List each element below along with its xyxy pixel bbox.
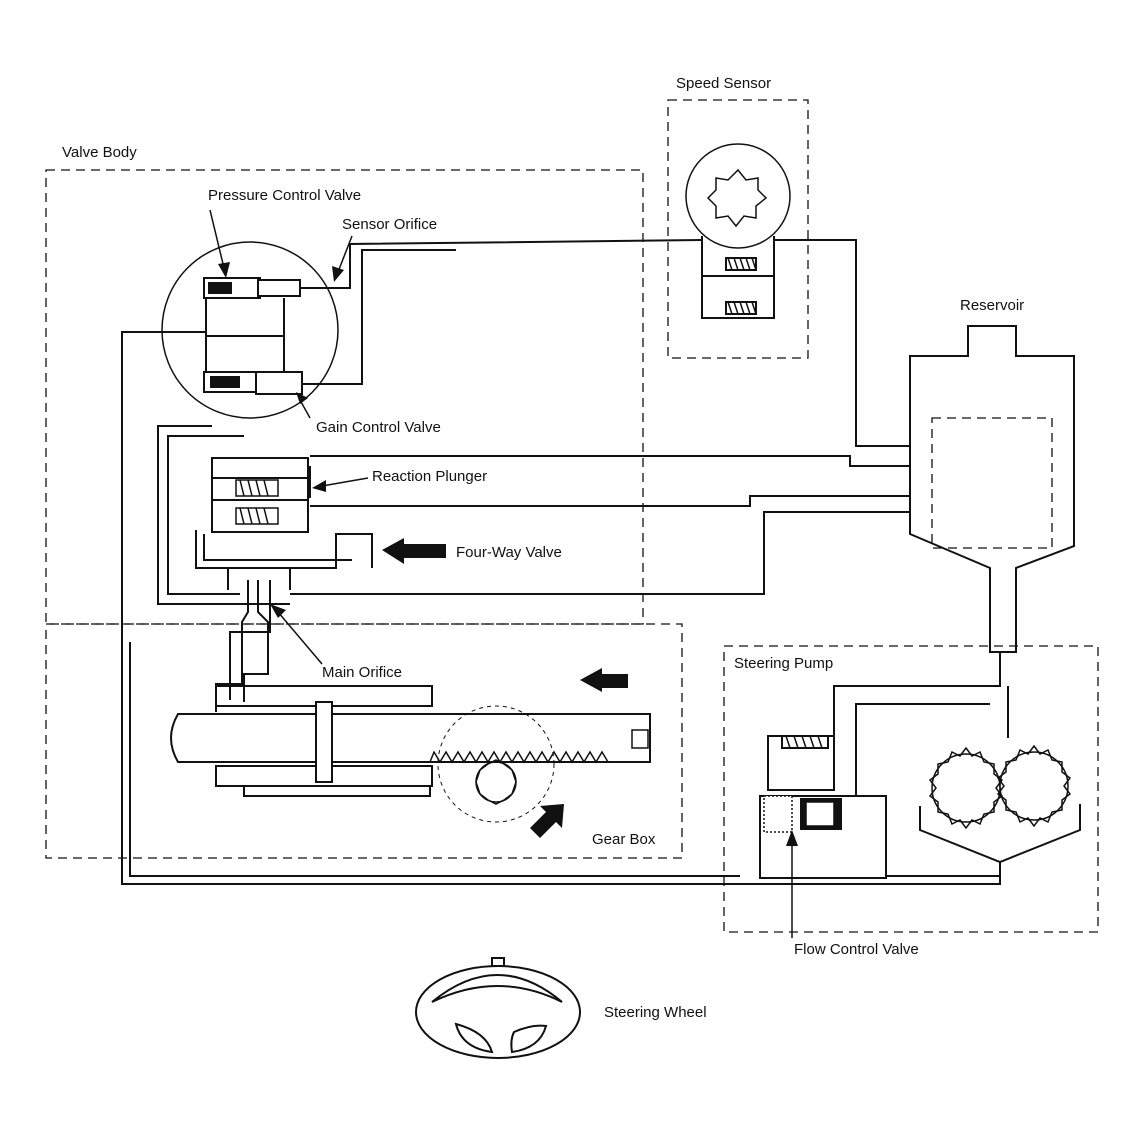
return-line-right [774,239,910,447]
reservoir-line-mid [309,466,910,507]
valve-body-feed-line [157,425,290,605]
reservoir-tank [909,325,1075,653]
steering-pump-region [723,645,1099,933]
label-reaction-plunger: Reaction Plunger [372,468,487,485]
steering-pump-assembly [759,652,1081,879]
four-way-valve-body [195,457,373,590]
reservoir-line-upper [310,455,910,467]
gear-box-arrow-diagonal [530,804,564,838]
gear-box-region [45,623,683,859]
label-main-orifice: Main Orifice [322,664,402,681]
label-flow-control-valve: Flow Control Valve [794,941,919,958]
sensor-line-upper [300,239,703,289]
main-orifice-pointer [270,604,323,665]
main-orifice-lines [215,580,271,712]
label-steering-wheel: Steering Wheel [604,1004,707,1021]
label-gain-control-valve: Gain Control Valve [316,419,441,436]
label-valve-body: Valve Body [62,144,137,161]
speed-sensor-region [667,99,809,359]
gear-box-arrow-left [580,668,628,692]
reaction-plunger-pointer [312,477,369,492]
label-gear-box: Gear Box [592,831,656,848]
four-way-arrow [382,538,446,564]
label-sensor-orifice: Sensor Orifice [342,216,437,233]
outer-return-line [121,331,1001,885]
sensor-line-lower [302,249,456,385]
sensor-orifice-pointer [332,235,353,282]
label-pressure-control-valve: Pressure Control Valve [208,187,361,204]
gain-control-pointer [296,392,311,419]
label-steering-pump: Steering Pump [734,655,833,672]
label-reservoir: Reservoir [960,297,1024,314]
label-speed-sensor: Speed Sensor [676,75,771,92]
label-four-way-valve: Four-Way Valve [456,544,562,561]
flow-control-pointer [786,830,798,938]
reservoir-inner-chamber [931,417,1053,549]
valve-body-inner-line [167,435,244,595]
outer-return-line-2 [129,642,740,877]
steering-wheel-icon [415,957,581,1059]
valve-body-region [45,169,644,625]
reservoir-line-lower [290,511,910,595]
gear-box-assembly [170,685,651,823]
pressure-gain-valve-assembly [161,241,339,419]
pressure-control-pointer [209,209,230,278]
speed-sensor [685,143,791,319]
